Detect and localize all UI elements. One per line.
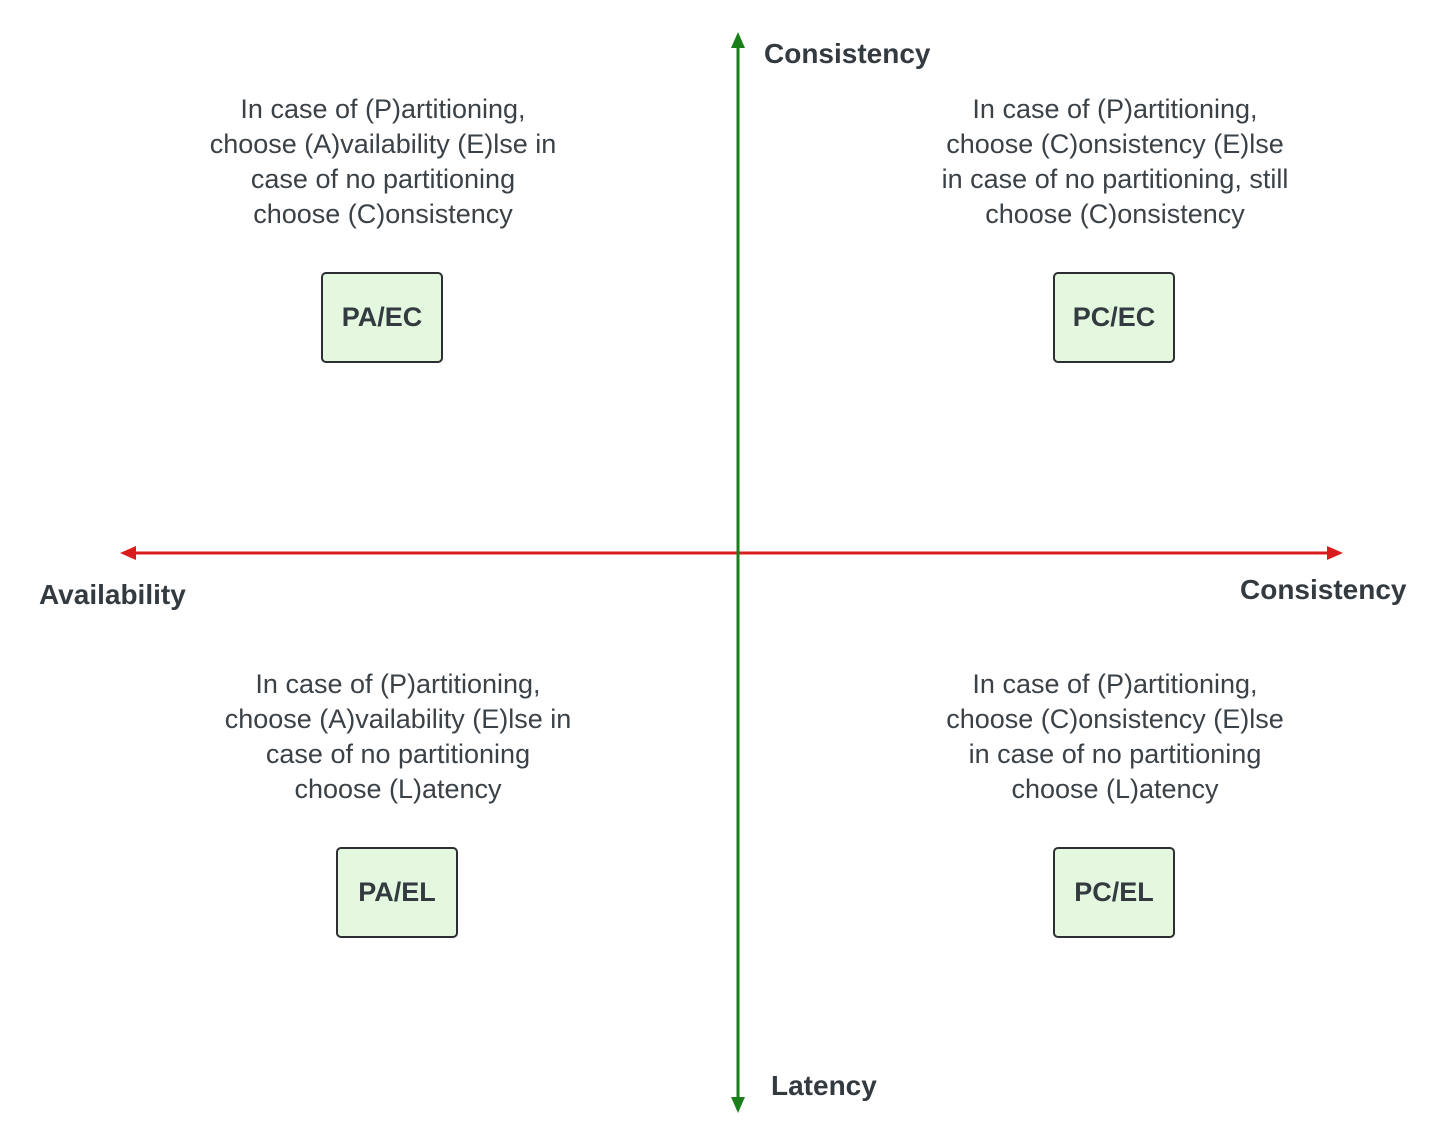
- description-line: In case of (P)artitioning,: [972, 94, 1258, 124]
- description-line: choose (C)onsistency (E)lse: [946, 704, 1284, 734]
- axis-label-bottom: Latency: [771, 1070, 877, 1101]
- top-arrowhead-icon: [731, 32, 745, 48]
- description-line: choose (C)onsistency: [985, 199, 1245, 229]
- axis-label-left: Availability: [39, 579, 186, 610]
- box-pa-el: PA/EL: [336, 847, 458, 938]
- quadrant-description-top-right: In case of (P)artitioning, choose (C)ons…: [905, 92, 1325, 232]
- box-pa-ec: PA/EC: [321, 272, 443, 363]
- description-line: choose (A)vailability (E)lse in: [224, 704, 572, 734]
- description-line: case of no partitioning: [265, 739, 531, 769]
- axis-label-right: Consistency: [1240, 574, 1407, 605]
- description-line: in case of no partitioning: [968, 739, 1262, 769]
- right-arrowhead-icon: [1327, 546, 1343, 560]
- description-line: choose (L)atency: [1011, 774, 1219, 804]
- description-line: in case of no partitioning, still: [941, 164, 1289, 194]
- box-pc-ec: PC/EC: [1053, 272, 1175, 363]
- axis-label-top: Consistency: [764, 38, 931, 69]
- description-line: choose (A)vailability (E)lse in: [209, 129, 557, 159]
- quadrant-description-bottom-left: In case of (P)artitioning, choose (A)vai…: [188, 667, 608, 807]
- description-line: In case of (P)artitioning,: [240, 94, 526, 124]
- description-line: case of no partitioning: [250, 164, 516, 194]
- quadrant-description-bottom-right: In case of (P)artitioning, choose (C)ons…: [905, 667, 1325, 807]
- box-pc-el: PC/EL: [1053, 847, 1175, 938]
- left-arrowhead-icon: [120, 546, 136, 560]
- description-line: In case of (P)artitioning,: [972, 669, 1258, 699]
- description-line: choose (C)onsistency: [253, 199, 513, 229]
- bottom-arrowhead-icon: [731, 1097, 745, 1113]
- description-line: In case of (P)artitioning,: [255, 669, 541, 699]
- quadrant-description-top-left: In case of (P)artitioning, choose (A)vai…: [173, 92, 593, 232]
- description-line: choose (L)atency: [294, 774, 502, 804]
- description-line: choose (C)onsistency (E)lse: [946, 129, 1284, 159]
